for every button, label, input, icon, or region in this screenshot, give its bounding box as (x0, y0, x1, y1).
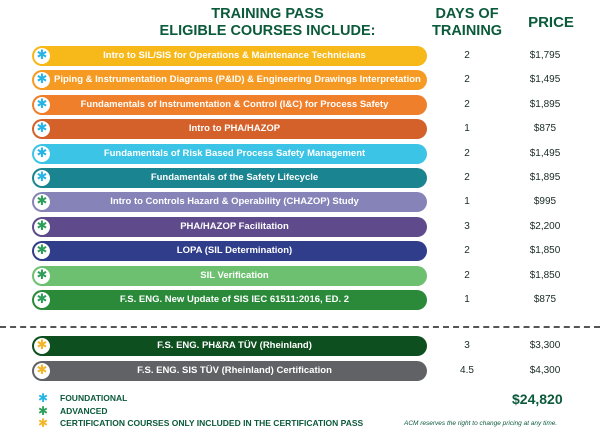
course-price: $4,300 (529, 364, 561, 376)
course-pill: ✱ LOPA (SIL Determination) (32, 241, 427, 262)
course-title: F.S. ENG. SIS TÜV (Rheinland) Certificat… (137, 364, 332, 376)
course-pill: ✱ Fundamentals of Instrumentation & Contr… (32, 94, 427, 115)
course-days: 2 (464, 147, 470, 159)
legend-label: CERTIFICATION COURSES ONLY INCLUDED IN T… (60, 418, 364, 428)
asterisk-icon: ✱ (36, 292, 48, 307)
course-marker: ✱ (34, 243, 50, 260)
course-price: $995 (533, 196, 557, 208)
asterisk-icon: ✱ (36, 243, 48, 259)
section-divider (0, 326, 600, 328)
asterisk-icon: ✱ (36, 72, 48, 88)
asterisk-icon: ✱ (36, 121, 48, 137)
legend-label: ADVANCED (60, 405, 108, 416)
course-days: 2 (464, 269, 470, 281)
total-price: $24,820 (512, 391, 563, 407)
course-pill: ✱ Piping & Instrumentation Diagrams (P&ID… (32, 70, 427, 91)
course-days: 2 (464, 98, 470, 110)
course-title: Fundamentals of the Safety Lifecycle (150, 172, 319, 183)
asterisk-icon: ✱ (36, 194, 48, 210)
course-pill: ✱ F.S. ENG. New Update of SIS IEC 61511:2… (32, 290, 427, 310)
course-days: 4.5 (460, 364, 474, 376)
course-title: LOPA (SIL Determination) (176, 245, 293, 257)
title-line-1: TRAINING PASS (211, 6, 324, 22)
course-marker: ✱ (34, 292, 50, 308)
course-price: $1,495 (529, 74, 561, 86)
course-pill: ✱ Fundamentals of the Safety Lifecycle (32, 168, 427, 188)
course-pill: ✱ F.S. ENG. SIS TÜV (Rheinland) Certifica… (32, 360, 427, 381)
asterisk-icon: ✱ (38, 391, 49, 405)
course-days: 2 (464, 172, 470, 183)
price-column-header: PRICE (528, 14, 574, 31)
course-days: 3 (464, 220, 470, 232)
course-pill: ✱ Intro to Controls Hazard & Operability … (32, 192, 427, 213)
course-title: PHA/HAZOP Facilitation (180, 220, 289, 232)
table-title: TRAINING PASS ELIGIBLE COURSES INCLUDE: (150, 6, 385, 40)
course-days: 2 (464, 74, 470, 86)
course-marker: ✱ (34, 72, 50, 89)
course-title: Piping & Instrumentation Diagrams (P&ID)… (54, 74, 421, 86)
course-days: 1 (464, 294, 470, 305)
course-marker: ✱ (34, 121, 50, 138)
course-price: $1,795 (529, 50, 561, 61)
course-marker: ✱ (34, 170, 50, 186)
course-pill: ✱ SIL Verification (32, 265, 427, 286)
days-column-header: DAYS OF TRAINING (432, 6, 502, 40)
course-price: $1,495 (529, 147, 561, 159)
course-price: $3,300 (529, 340, 561, 351)
course-marker: ✱ (34, 218, 50, 235)
course-price: $1,850 (529, 269, 561, 281)
course-pill: ✱ PHA/HAZOP Facilitation (32, 216, 427, 237)
pricing-note: ACM reserves the right to change pricing… (404, 420, 558, 427)
asterisk-icon: ✱ (36, 218, 48, 234)
course-price: $875 (533, 123, 557, 135)
course-marker: ✱ (34, 48, 50, 64)
course-days: 1 (464, 123, 470, 135)
asterisk-icon: ✱ (36, 362, 48, 378)
course-marker: ✱ (34, 338, 50, 354)
course-title: Intro to SIL/SIS for Operations & Mainte… (103, 50, 366, 61)
asterisk-icon: ✱ (36, 48, 48, 63)
days-header-line-1: DAYS OF (435, 6, 499, 22)
course-days: 2 (464, 245, 470, 257)
course-price: $875 (533, 294, 557, 305)
asterisk-icon: ✱ (38, 403, 49, 418)
legend-label: FOUNDATIONAL (60, 393, 128, 403)
course-title: Intro to PHA/HAZOP (188, 123, 281, 135)
course-title: Fundamentals of Risk Based Process Safet… (103, 147, 366, 159)
asterisk-icon: ✱ (36, 338, 48, 353)
asterisk-icon: ✱ (36, 145, 48, 161)
course-price: $2,200 (529, 220, 561, 232)
course-title: Intro to Controls Hazard & Operability (… (110, 196, 359, 208)
course-title: SIL Verification (200, 269, 269, 281)
course-price: $1,850 (529, 245, 561, 257)
course-title: Fundamentals of Instrumentation & Contro… (80, 98, 389, 110)
course-marker: ✱ (34, 267, 50, 284)
course-pill: ✱ Intro to PHA/HAZOP (32, 119, 427, 140)
course-marker: ✱ (34, 194, 50, 211)
course-pill: ✱ Intro to SIL/SIS for Operations & Maint… (32, 46, 427, 66)
course-title: F.S. ENG. PH&RA TÜV (Rheinland) (157, 340, 312, 351)
course-days: 1 (464, 196, 470, 208)
course-marker: ✱ (34, 96, 50, 113)
asterisk-icon: ✱ (36, 96, 48, 112)
course-days: 3 (464, 340, 470, 351)
asterisk-icon: ✱ (36, 170, 48, 185)
course-pill: ✱ Fundamentals of Risk Based Process Safe… (32, 143, 427, 164)
course-pill: ✱ F.S. ENG. PH&RA TÜV (Rheinland) (32, 336, 427, 356)
course-price: $1,895 (529, 172, 561, 183)
course-marker: ✱ (34, 362, 50, 379)
course-price: $1,895 (529, 98, 561, 110)
title-line-2: ELIGIBLE COURSES INCLUDE: (159, 23, 376, 39)
course-days: 2 (464, 50, 470, 61)
asterisk-icon: ✱ (36, 267, 48, 283)
course-marker: ✱ (34, 145, 50, 162)
asterisk-icon: ✱ (38, 416, 49, 430)
days-header-line-2: TRAINING (432, 23, 503, 39)
course-title: F.S. ENG. New Update of SIS IEC 61511:20… (119, 294, 350, 305)
